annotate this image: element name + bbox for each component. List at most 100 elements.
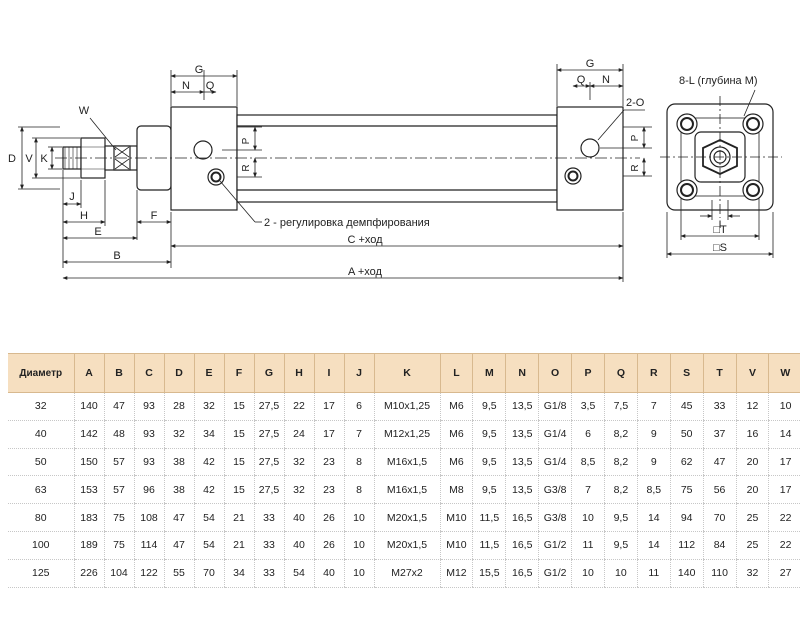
dim-r-left: R: [241, 164, 252, 171]
table-cell: 15: [223, 419, 254, 449]
cell-diameter: 80: [8, 503, 74, 532]
header-col: O: [538, 353, 573, 393]
dim-j: J: [69, 191, 75, 203]
dim-o: 2-O: [626, 97, 645, 109]
cell-diameter: 125: [8, 558, 74, 588]
dim-g-right: G: [586, 58, 595, 70]
table-cell: 15: [223, 447, 254, 477]
header-col: J: [343, 353, 375, 393]
table-cell: 34: [223, 558, 254, 588]
table-cell: G1/8: [538, 392, 572, 421]
table-cell: M10: [439, 503, 473, 532]
table-cell: 14: [768, 419, 800, 449]
table-cell: 20: [735, 475, 769, 505]
table-cell: 27,5: [253, 447, 284, 477]
table-cell: M6: [439, 392, 473, 421]
table-cell: 142: [73, 419, 104, 449]
table-cell: 16: [735, 419, 769, 449]
table-cell: 13,5: [505, 419, 539, 449]
dim-w: W: [79, 105, 90, 117]
table-cell: 17: [313, 419, 344, 449]
dim-r-right: R: [630, 164, 641, 171]
table-cell: 40: [313, 558, 344, 588]
table-cell: 16,5: [505, 558, 539, 588]
header-col: W: [768, 353, 800, 393]
dim-a: A +ход: [348, 266, 382, 278]
dim-p-right: P: [630, 134, 641, 141]
table-cell: 22: [768, 503, 800, 532]
header-col: F: [223, 353, 255, 393]
dim-t: □T: [713, 224, 727, 236]
header-col: N: [505, 353, 540, 393]
table-cell: 55: [163, 558, 194, 588]
table-cell: 110: [702, 558, 737, 588]
header-col: L: [439, 353, 474, 393]
table-cell: G1/4: [538, 419, 572, 449]
table-cell: 9,5: [603, 503, 638, 532]
table-cell: 26: [313, 530, 344, 560]
table-cell: 7: [636, 392, 671, 421]
table-cell: M10: [439, 530, 473, 560]
table-cell: 8,5: [636, 475, 671, 505]
table-cell: 17: [768, 475, 800, 505]
table-cell: 45: [669, 392, 704, 421]
table-cell: 17: [768, 447, 800, 477]
table-cell: 47: [702, 447, 737, 477]
table-cell: G3/8: [538, 475, 572, 505]
table-cell: 9,5: [472, 475, 506, 505]
table-cell: 70: [702, 503, 737, 532]
table-cell: 23: [313, 475, 344, 505]
table-cell: 8: [343, 475, 374, 505]
header-diameter: Диаметр: [8, 353, 75, 393]
cylinder-dimension-drawing: G N Q W D V K J H E F B P R C +ход A +хо…: [8, 58, 782, 282]
table-cell: 75: [103, 503, 134, 532]
table-cell: 9,5: [472, 392, 506, 421]
table-cell: 16,5: [505, 530, 539, 560]
table-cell: 9,5: [472, 447, 506, 477]
table-cell: 32: [283, 447, 314, 477]
rear-port: [580, 138, 600, 158]
table-cell: 13,5: [505, 392, 539, 421]
table-cell: 56: [702, 475, 737, 505]
table-cell: G1/2: [538, 558, 572, 588]
dim-q-left: Q: [206, 80, 215, 92]
table-cell: 28: [163, 392, 194, 421]
table-cell: 57: [103, 475, 134, 505]
table-cell: 17: [313, 392, 344, 421]
header-col: C: [133, 353, 165, 393]
table-cell: 47: [103, 392, 134, 421]
table-cell: 33: [253, 558, 284, 588]
table-cell: 24: [283, 419, 314, 449]
dim-p-left: P: [241, 137, 252, 144]
header-col: B: [103, 353, 135, 393]
dim-f: F: [151, 210, 158, 222]
table-cell: 62: [669, 447, 704, 477]
table-cell: 9,5: [603, 530, 638, 560]
table-cell: 93: [133, 447, 164, 477]
table-cell: 27,5: [253, 392, 284, 421]
cell-diameter: 32: [8, 392, 74, 421]
table-cell: 15,5: [472, 558, 506, 588]
table-cell: 94: [669, 503, 704, 532]
table-cell: 13,5: [505, 447, 539, 477]
table-cell: 22: [768, 530, 800, 560]
table-cell: 15: [223, 475, 254, 505]
table-cell: 10: [343, 503, 374, 532]
header-col: M: [472, 353, 507, 393]
cell-diameter: 63: [8, 475, 74, 505]
table-cell: 42: [193, 475, 224, 505]
table-cell: 8: [343, 447, 374, 477]
table-cell: 54: [193, 530, 224, 560]
table-cell: 104: [103, 558, 134, 588]
cell-diameter: 100: [8, 530, 74, 560]
table-cell: M16x1,5: [373, 447, 440, 477]
dim-g-left: G: [195, 64, 204, 76]
header-col: P: [571, 353, 605, 393]
table-cell: 15: [223, 392, 254, 421]
table-cell: 33: [702, 392, 737, 421]
table-cell: 57: [103, 447, 134, 477]
